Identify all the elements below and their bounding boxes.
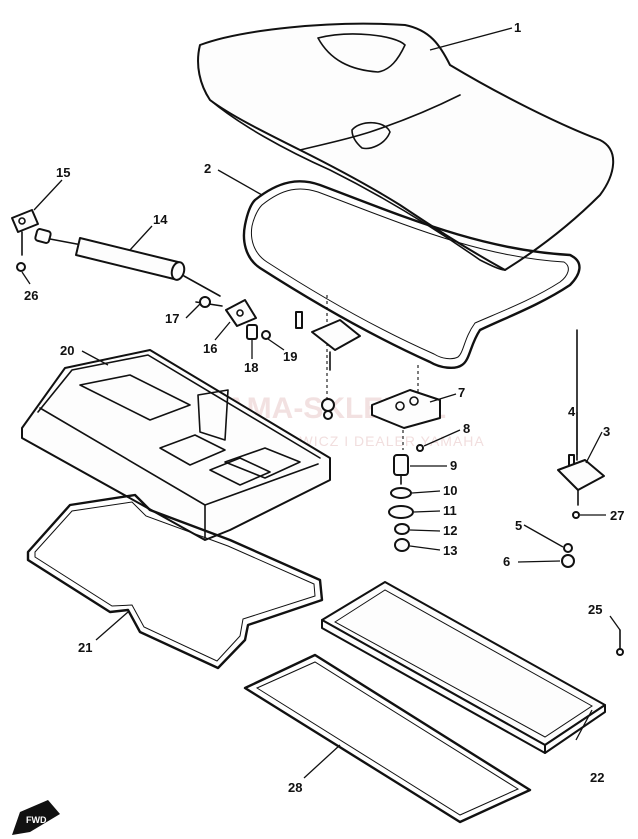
callout-27: 27 (610, 508, 624, 523)
callout-16: 16 (203, 341, 217, 356)
seat (197, 22, 615, 271)
fwd-label: FWD (26, 815, 47, 825)
callout-8: 8 (463, 421, 470, 436)
callout-25: 25 (588, 602, 602, 617)
callout-15: 15 (56, 165, 70, 180)
gas-damper (34, 228, 221, 297)
callout-3: 3 (603, 424, 610, 439)
callout-1: 1 (514, 20, 521, 35)
callout-19: 19 (283, 349, 297, 364)
callout-4: 4 (568, 404, 576, 419)
callout-26: 26 (24, 288, 38, 303)
callout-9: 9 (450, 458, 457, 473)
callout-20: 20 (60, 343, 74, 358)
damper-upper-bracket (11, 209, 39, 272)
callout-5: 5 (515, 518, 522, 533)
screw-25 (616, 629, 624, 656)
callout-28: 28 (288, 780, 302, 795)
right-hinge-assembly (557, 329, 605, 568)
callout-18: 18 (244, 360, 258, 375)
callout-21: 21 (78, 640, 92, 655)
leader-lines (21, 27, 621, 779)
callout-13: 13 (443, 543, 457, 558)
damper-lower-bracket (225, 299, 257, 327)
callout-12: 12 (443, 523, 457, 538)
fwd-arrow-icon: FWD (12, 800, 60, 835)
lock-bracket (371, 365, 441, 429)
callout-labels: 1 2 3 4 5 6 7 8 9 10 11 12 13 14 15 16 1… (24, 20, 624, 795)
callout-7: 7 (458, 385, 465, 400)
callout-11: 11 (443, 503, 457, 518)
seat-seal (242, 180, 581, 370)
lid-panel (321, 581, 606, 754)
storage-tray (21, 349, 331, 541)
collar-nut (246, 324, 271, 340)
callout-10: 10 (443, 483, 457, 498)
callout-14: 14 (153, 212, 168, 227)
tray-seal (26, 493, 324, 670)
callout-2: 2 (204, 161, 211, 176)
callout-17: 17 (165, 311, 179, 326)
lock-stack (388, 430, 424, 552)
lid-gasket (243, 653, 532, 824)
callout-22: 22 (590, 770, 604, 785)
bolt-17 (195, 296, 223, 308)
center-hinge-assembly (295, 295, 361, 420)
callout-6: 6 (503, 554, 510, 569)
